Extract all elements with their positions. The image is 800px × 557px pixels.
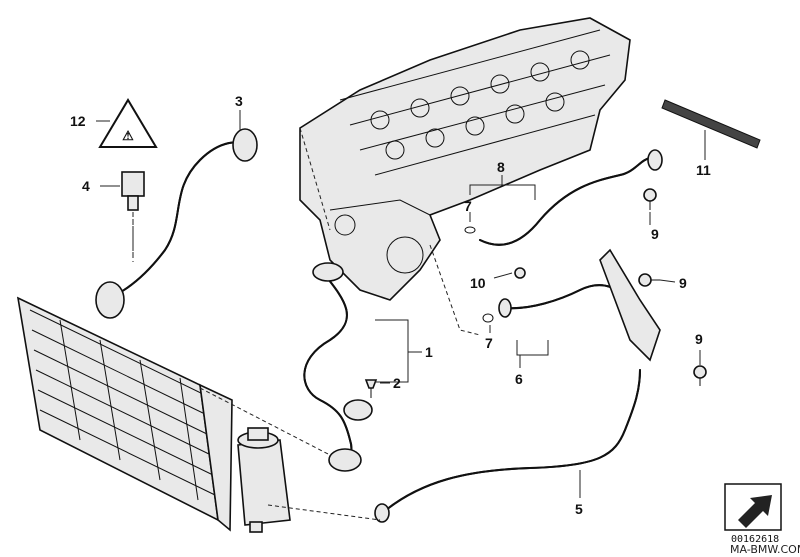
callout-4: 4 — [82, 178, 90, 194]
bolt-9-top — [643, 188, 657, 210]
hose-lower-pump — [303, 262, 373, 472]
callout-7-lower: 7 — [485, 335, 493, 351]
warning-triangle-icon: ⚠ — [98, 98, 158, 148]
hose-8 — [479, 149, 663, 246]
expansion-tank — [237, 427, 291, 533]
temperature-sensor — [121, 171, 145, 260]
leader-lines — [96, 110, 706, 521]
bolt-9-bottom — [693, 365, 707, 386]
strap-11 — [661, 99, 761, 149]
orientation-arrow-icon — [724, 483, 782, 531]
cam-bearings — [370, 50, 590, 160]
callout-9-bottom: 9 — [695, 331, 703, 347]
hose-5 — [374, 369, 641, 523]
diagram-reference-number: 00162618 — [731, 534, 779, 545]
callout-10: 10 — [470, 275, 486, 291]
svg-text:⚠: ⚠ — [122, 128, 134, 143]
callout-3: 3 — [235, 93, 243, 109]
callout-8: 8 — [497, 159, 505, 175]
callout-9-middle: 9 — [679, 275, 687, 291]
engine-cylinder-head — [299, 17, 631, 301]
callout-9-top: 9 — [651, 226, 659, 242]
callout-7-upper: 7 — [464, 198, 472, 214]
radiator — [16, 296, 233, 532]
plug-10 — [514, 267, 526, 279]
callout-11: 11 — [696, 162, 711, 178]
bolt-2 — [364, 379, 378, 398]
bolt-9-middle — [638, 273, 660, 287]
watermark: MA-BMW.COM — [730, 543, 800, 556]
clamp-7-lower — [482, 313, 494, 323]
callout-2: 2 — [393, 375, 401, 391]
callout-5: 5 — [575, 501, 583, 517]
hose-upper-radiator — [95, 128, 258, 319]
callout-labels: 1 2 3 4 5 6 7 7 8 9 9 9 10 11 12 — [70, 93, 711, 517]
clamp-7-upper — [464, 226, 476, 234]
bracket — [599, 248, 661, 362]
callout-6: 6 — [515, 371, 523, 387]
callout-12: 12 — [70, 113, 86, 129]
callout-1: 1 — [425, 344, 433, 360]
